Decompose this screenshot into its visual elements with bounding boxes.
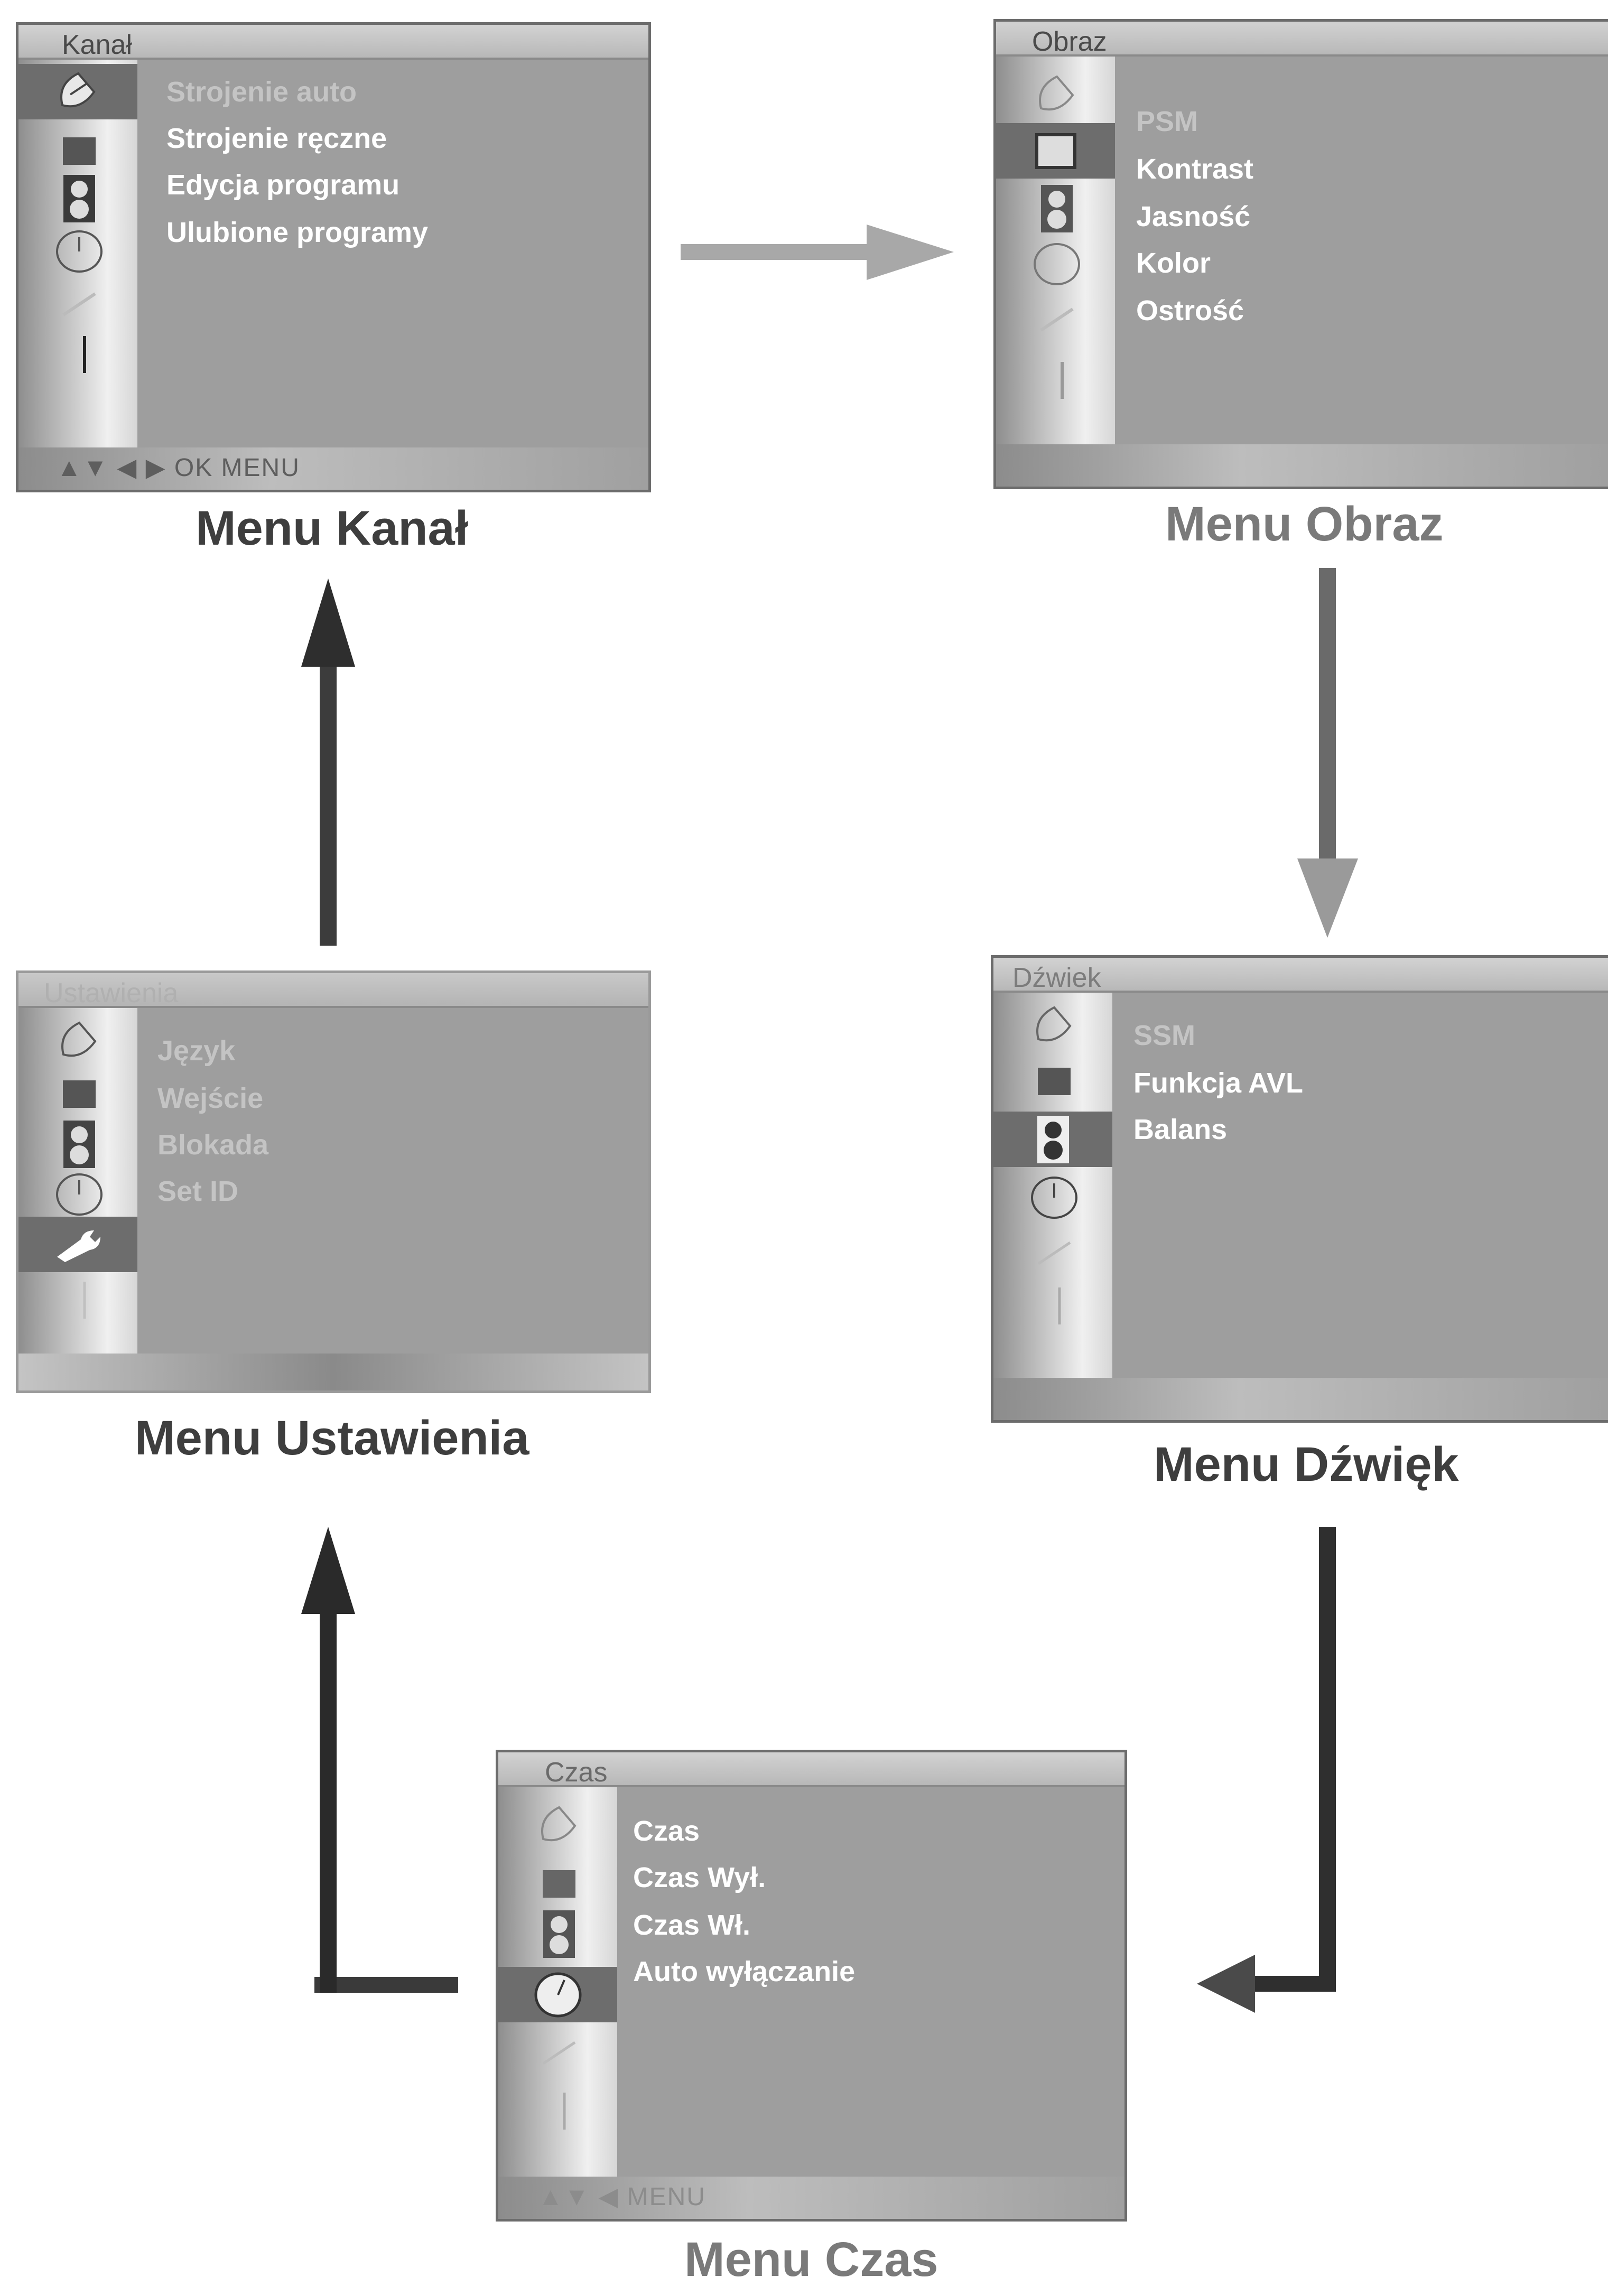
menu-item-jasnosc[interactable]: Jasność xyxy=(1136,201,1251,232)
panel-footer xyxy=(996,444,1608,487)
picture-square-icon[interactable] xyxy=(1015,1053,1094,1109)
title-bar: Kanał xyxy=(18,25,648,60)
speaker-icon[interactable] xyxy=(1017,181,1096,236)
menu-item-czas-wl[interactable]: Czas Wł. xyxy=(633,1909,751,1941)
lock-icon[interactable] xyxy=(40,1272,119,1328)
picture-square-icon[interactable] xyxy=(40,1066,119,1122)
icon-sidebar xyxy=(993,993,1112,1420)
title-bar: Ustawienia xyxy=(18,973,648,1009)
clock-icon[interactable] xyxy=(40,223,119,279)
wrench-icon[interactable] xyxy=(18,1217,137,1272)
satellite-dish-icon[interactable] xyxy=(1015,998,1094,1053)
menu-content: Strojenie auto Strojenie ręczne Edycja p… xyxy=(137,60,648,447)
arrow-obraz-to-dzwiek xyxy=(1297,568,1358,938)
satellite-dish-icon[interactable] xyxy=(519,1798,599,1853)
lock-icon[interactable] xyxy=(519,2083,599,2139)
caption-menu-czas: Menu Czas xyxy=(684,2233,938,2286)
caption-menu-obraz: Menu Obraz xyxy=(1165,497,1444,551)
picture-square-icon[interactable] xyxy=(40,123,119,179)
clock-icon[interactable] xyxy=(1015,1170,1094,1225)
menu-content: Czas Czas Wył. Czas Wł. Auto wyłączanie xyxy=(617,1787,1124,2177)
speaker-icon[interactable] xyxy=(993,1112,1112,1167)
menu-kanal-panel: Kanał Strojenie auto Strojenie ręczne Ed… xyxy=(16,22,651,492)
menu-ustawienia-panel: Ustawienia Język Wejście Blokada Set ID xyxy=(16,970,651,1393)
menu-item-blokada[interactable]: Blokada xyxy=(157,1129,269,1161)
menu-item-auto-wylaczanie[interactable]: Auto wyłączanie xyxy=(633,1956,856,1987)
wrench-icon[interactable] xyxy=(519,2025,599,2080)
panel-footer: ▲▼ ◀ MENU xyxy=(498,2177,1124,2219)
icon-sidebar xyxy=(18,60,137,490)
wrench-icon[interactable] xyxy=(1017,292,1096,347)
satellite-dish-icon[interactable] xyxy=(1017,67,1096,123)
menu-item-ostrosc[interactable]: Ostrość xyxy=(1136,295,1244,326)
lock-icon[interactable] xyxy=(1015,1278,1094,1333)
menu-item-balans[interactable]: Balans xyxy=(1133,1114,1228,1145)
menu-item-strojenie-auto[interactable]: Strojenie auto xyxy=(166,76,357,108)
lock-icon[interactable] xyxy=(1017,352,1096,408)
menu-item-strojenie-reczne[interactable]: Strojenie ręczne xyxy=(166,123,387,154)
icon-sidebar xyxy=(18,1008,137,1390)
menu-item-psm[interactable]: PSM xyxy=(1136,106,1198,137)
menu-item-kolor[interactable]: Kolor xyxy=(1136,247,1211,279)
arrow-czas-to-ustawienia xyxy=(301,1527,458,1993)
menu-item-funkcja-avl[interactable]: Funkcja AVL xyxy=(1133,1067,1304,1099)
picture-square-icon[interactable] xyxy=(519,1856,599,1911)
title-bar: Dźwiek xyxy=(993,958,1608,993)
arrow-dzwiek-to-czas xyxy=(1197,1527,1336,2013)
clock-icon[interactable] xyxy=(40,1166,119,1222)
icon-sidebar xyxy=(498,1787,617,2219)
menu-item-ulubione-programy[interactable]: Ulubione programy xyxy=(166,217,429,248)
panel-title: Dźwiek xyxy=(1012,963,1101,993)
menu-item-kontrast[interactable]: Kontrast xyxy=(1136,153,1254,185)
menu-item-jezyk[interactable]: Język xyxy=(157,1035,236,1067)
panel-title: Obraz xyxy=(1032,26,1107,57)
menu-content: SSM Funkcja AVL Balans xyxy=(1112,993,1608,1378)
arrow-kanal-to-obraz xyxy=(681,225,954,280)
speaker-icon[interactable] xyxy=(40,171,119,226)
caption-menu-dzwiek: Menu Dźwięk xyxy=(1154,1438,1459,1491)
menu-item-ssm[interactable]: SSM xyxy=(1133,1020,1196,1051)
caption-menu-kanal: Menu Kanał xyxy=(196,501,469,555)
footer-hints: ▲▼ ◀ MENU xyxy=(538,2183,706,2211)
icon-sidebar xyxy=(996,57,1115,487)
picture-square-icon[interactable] xyxy=(996,123,1115,179)
menu-item-czas-wyl[interactable]: Czas Wył. xyxy=(633,1862,766,1893)
menu-item-set-id[interactable]: Set ID xyxy=(157,1175,239,1207)
arrow-ustawienia-to-kanal xyxy=(301,578,355,946)
panel-footer: ▲▼ ◀ ▶ OK MENU xyxy=(18,447,648,490)
menu-content: PSM Kontrast Jasność Kolor Ostrość xyxy=(1115,57,1608,444)
title-bar: Czas xyxy=(498,1752,1124,1788)
wrench-icon[interactable] xyxy=(1015,1225,1094,1281)
menu-item-czas[interactable]: Czas xyxy=(633,1815,700,1847)
satellite-dish-icon[interactable] xyxy=(40,1013,119,1069)
menu-dzwiek-panel: Dźwiek SSM Funkcja AVL Balans xyxy=(991,955,1608,1423)
panel-title: Kanał xyxy=(62,30,132,60)
panel-footer xyxy=(993,1378,1608,1420)
menu-item-wejscie[interactable]: Wejście xyxy=(157,1082,264,1114)
satellite-dish-icon[interactable] xyxy=(18,64,137,119)
panel-title: Czas xyxy=(545,1757,608,1788)
menu-item-edycja-programu[interactable]: Edycja programu xyxy=(166,169,400,201)
menu-obraz-panel: Obraz PSM Kontrast Jasność Kolor Ostrość xyxy=(993,19,1608,489)
panel-title: Ustawienia xyxy=(44,978,179,1009)
lock-icon[interactable] xyxy=(40,326,119,382)
speaker-icon[interactable] xyxy=(519,1906,599,1962)
title-bar: Obraz xyxy=(996,22,1608,57)
wrench-icon[interactable] xyxy=(40,276,119,332)
clock-icon[interactable] xyxy=(498,1967,617,2022)
panel-footer xyxy=(18,1354,648,1390)
caption-menu-ustawienia: Menu Ustawienia xyxy=(135,1411,529,1465)
menu-content: Język Wejście Blokada Set ID xyxy=(137,1008,648,1354)
menu-czas-panel: Czas Czas Czas Wył. Czas Wł. Auto wyłącz… xyxy=(496,1750,1127,2222)
clock-icon[interactable] xyxy=(1017,236,1096,292)
speaker-icon[interactable] xyxy=(40,1116,119,1172)
footer-hints: ▲▼ ◀ ▶ OK MENU xyxy=(57,454,300,482)
